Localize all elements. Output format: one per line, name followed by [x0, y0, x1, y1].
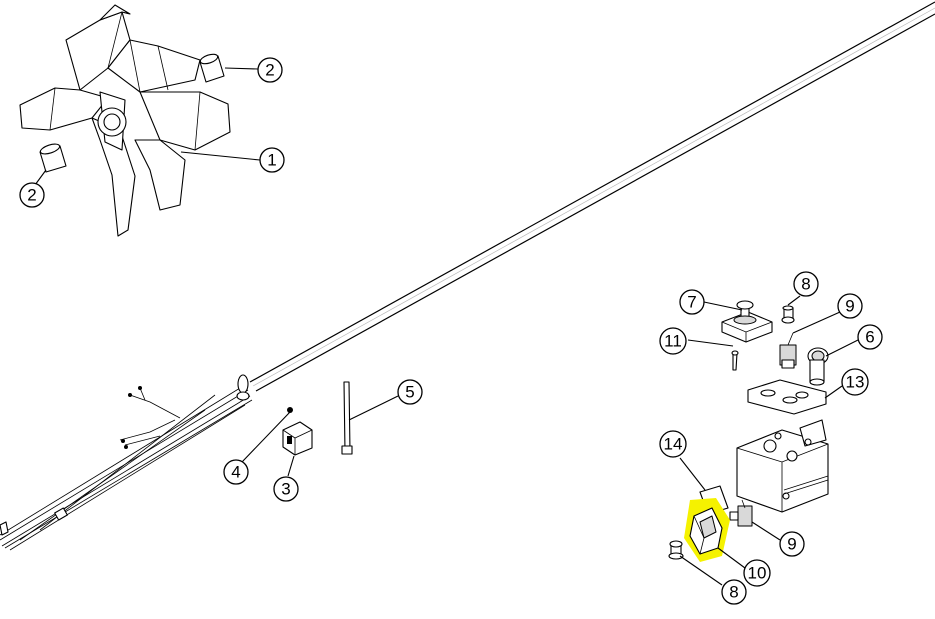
- callout-label: 13: [846, 373, 865, 392]
- toggle-switch-top: [779, 332, 797, 369]
- joystick-part: [721, 300, 773, 343]
- callout-13: 13: [841, 368, 869, 396]
- callout-label: 10: [748, 564, 767, 583]
- control-box: [736, 419, 829, 513]
- callout-label: 8: [729, 583, 738, 602]
- callout-8-top: 8: [793, 271, 819, 297]
- callout-label: 2: [27, 186, 36, 205]
- grommet-part: [287, 407, 293, 413]
- callout-1: 1: [259, 147, 285, 173]
- callout-10: 10: [743, 559, 771, 587]
- cable-tie-part: [341, 381, 353, 455]
- callout-11: 11: [659, 327, 687, 355]
- wiring-harness: [0, 374, 253, 551]
- callout-8-bottom: 8: [721, 579, 747, 605]
- leader-lines: [34, 67, 859, 586]
- callout-7: 7: [679, 289, 705, 315]
- callout-3: 3: [273, 476, 299, 502]
- boom-tube: [249, 1, 935, 392]
- bushing-top: [199, 53, 225, 83]
- rocker-switch-part: [689, 507, 723, 555]
- bushing-bottom: [39, 143, 67, 173]
- callout-9-bottom: 9: [779, 531, 805, 557]
- callout-label: 9: [787, 535, 796, 554]
- callout-label: 8: [801, 275, 810, 294]
- toggle-switch-lower: [729, 499, 753, 527]
- callout-label: 3: [281, 480, 290, 499]
- callout-label: 5: [405, 383, 414, 402]
- callout-2-top: 2: [257, 57, 283, 83]
- knob-part-lower: [668, 540, 684, 560]
- callout-label: 7: [687, 293, 696, 312]
- connector-part: [282, 421, 313, 456]
- callout-label: 2: [265, 61, 274, 80]
- callout-4: 4: [223, 459, 249, 485]
- gasket-part: [747, 379, 827, 415]
- callout-2-bottom: 2: [19, 182, 45, 208]
- indicator-light-part: [807, 347, 829, 386]
- knob-part-top: [781, 305, 795, 324]
- pin-part: [731, 350, 739, 371]
- callout-label: 9: [845, 297, 854, 316]
- callout-label: 6: [865, 328, 874, 347]
- callout-label: 14: [664, 435, 683, 454]
- callout-9-top: 9: [837, 293, 863, 319]
- callout-label: 4: [231, 463, 240, 482]
- callout-14: 14: [659, 430, 687, 458]
- callout-6: 6: [857, 324, 883, 350]
- callout-label: 1: [267, 151, 276, 170]
- vane-assembly: [19, 4, 231, 237]
- callout-label: 11: [664, 332, 682, 351]
- callout-5: 5: [397, 379, 423, 405]
